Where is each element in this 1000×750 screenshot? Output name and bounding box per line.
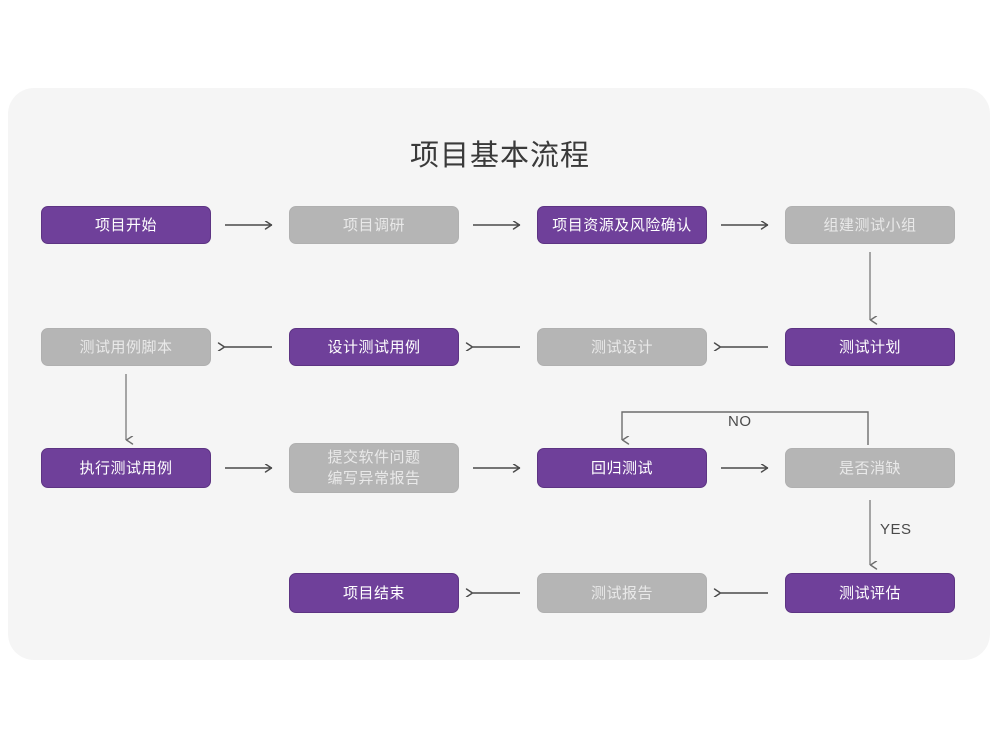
node-label: 设计测试用例	[327, 338, 421, 356]
node-project-start[interactable]: 项目开始	[41, 206, 211, 244]
node-execute-test-cases[interactable]: 执行测试用例	[41, 448, 211, 488]
node-build-test-team[interactable]: 组建测试小组	[785, 206, 955, 244]
node-test-report[interactable]: 测试报告	[537, 573, 707, 613]
node-test-plan[interactable]: 测试计划	[785, 328, 955, 366]
node-defect-cleared-decision[interactable]: 是否消缺	[785, 448, 955, 488]
node-label: 执行测试用例	[79, 459, 173, 477]
node-regression-test[interactable]: 回归测试	[537, 448, 707, 488]
edge-label-yes: YES	[880, 521, 912, 538]
node-label: 回归测试	[590, 459, 653, 477]
node-test-case-script[interactable]: 测试用例脚本	[41, 328, 211, 366]
node-label: 测试设计	[590, 338, 653, 356]
node-test-design[interactable]: 测试设计	[537, 328, 707, 366]
node-label: 测试用例脚本	[79, 338, 173, 356]
node-label-line-2: 编写异常报告	[327, 470, 421, 487]
node-label: 测试报告	[590, 584, 653, 602]
node-project-research[interactable]: 项目调研	[289, 206, 459, 244]
node-label: 测试计划	[838, 338, 901, 356]
node-label: 项目资源及风险确认	[552, 216, 692, 234]
node-submit-defects-write-report[interactable]: 提交软件问题 编写异常报告	[289, 443, 459, 493]
node-design-test-cases[interactable]: 设计测试用例	[289, 328, 459, 366]
flowchart-card	[8, 88, 990, 660]
node-project-end[interactable]: 项目结束	[289, 573, 459, 613]
node-label: 项目结束	[342, 584, 405, 602]
page-title: 项目基本流程	[409, 140, 590, 172]
node-test-evaluation[interactable]: 测试评估	[785, 573, 955, 613]
node-label: 项目开始	[94, 216, 157, 234]
node-label-multiline: 提交软件问题 编写异常报告	[290, 447, 458, 489]
node-resource-risk-confirm[interactable]: 项目资源及风险确认	[537, 206, 707, 244]
node-label-line-1: 提交软件问题	[327, 449, 421, 466]
node-label: 组建测试小组	[823, 216, 917, 234]
node-label: 测试评估	[838, 584, 901, 602]
edge-label-no: NO	[728, 413, 752, 430]
node-label: 是否消缺	[838, 459, 901, 477]
node-label: 项目调研	[342, 216, 405, 234]
